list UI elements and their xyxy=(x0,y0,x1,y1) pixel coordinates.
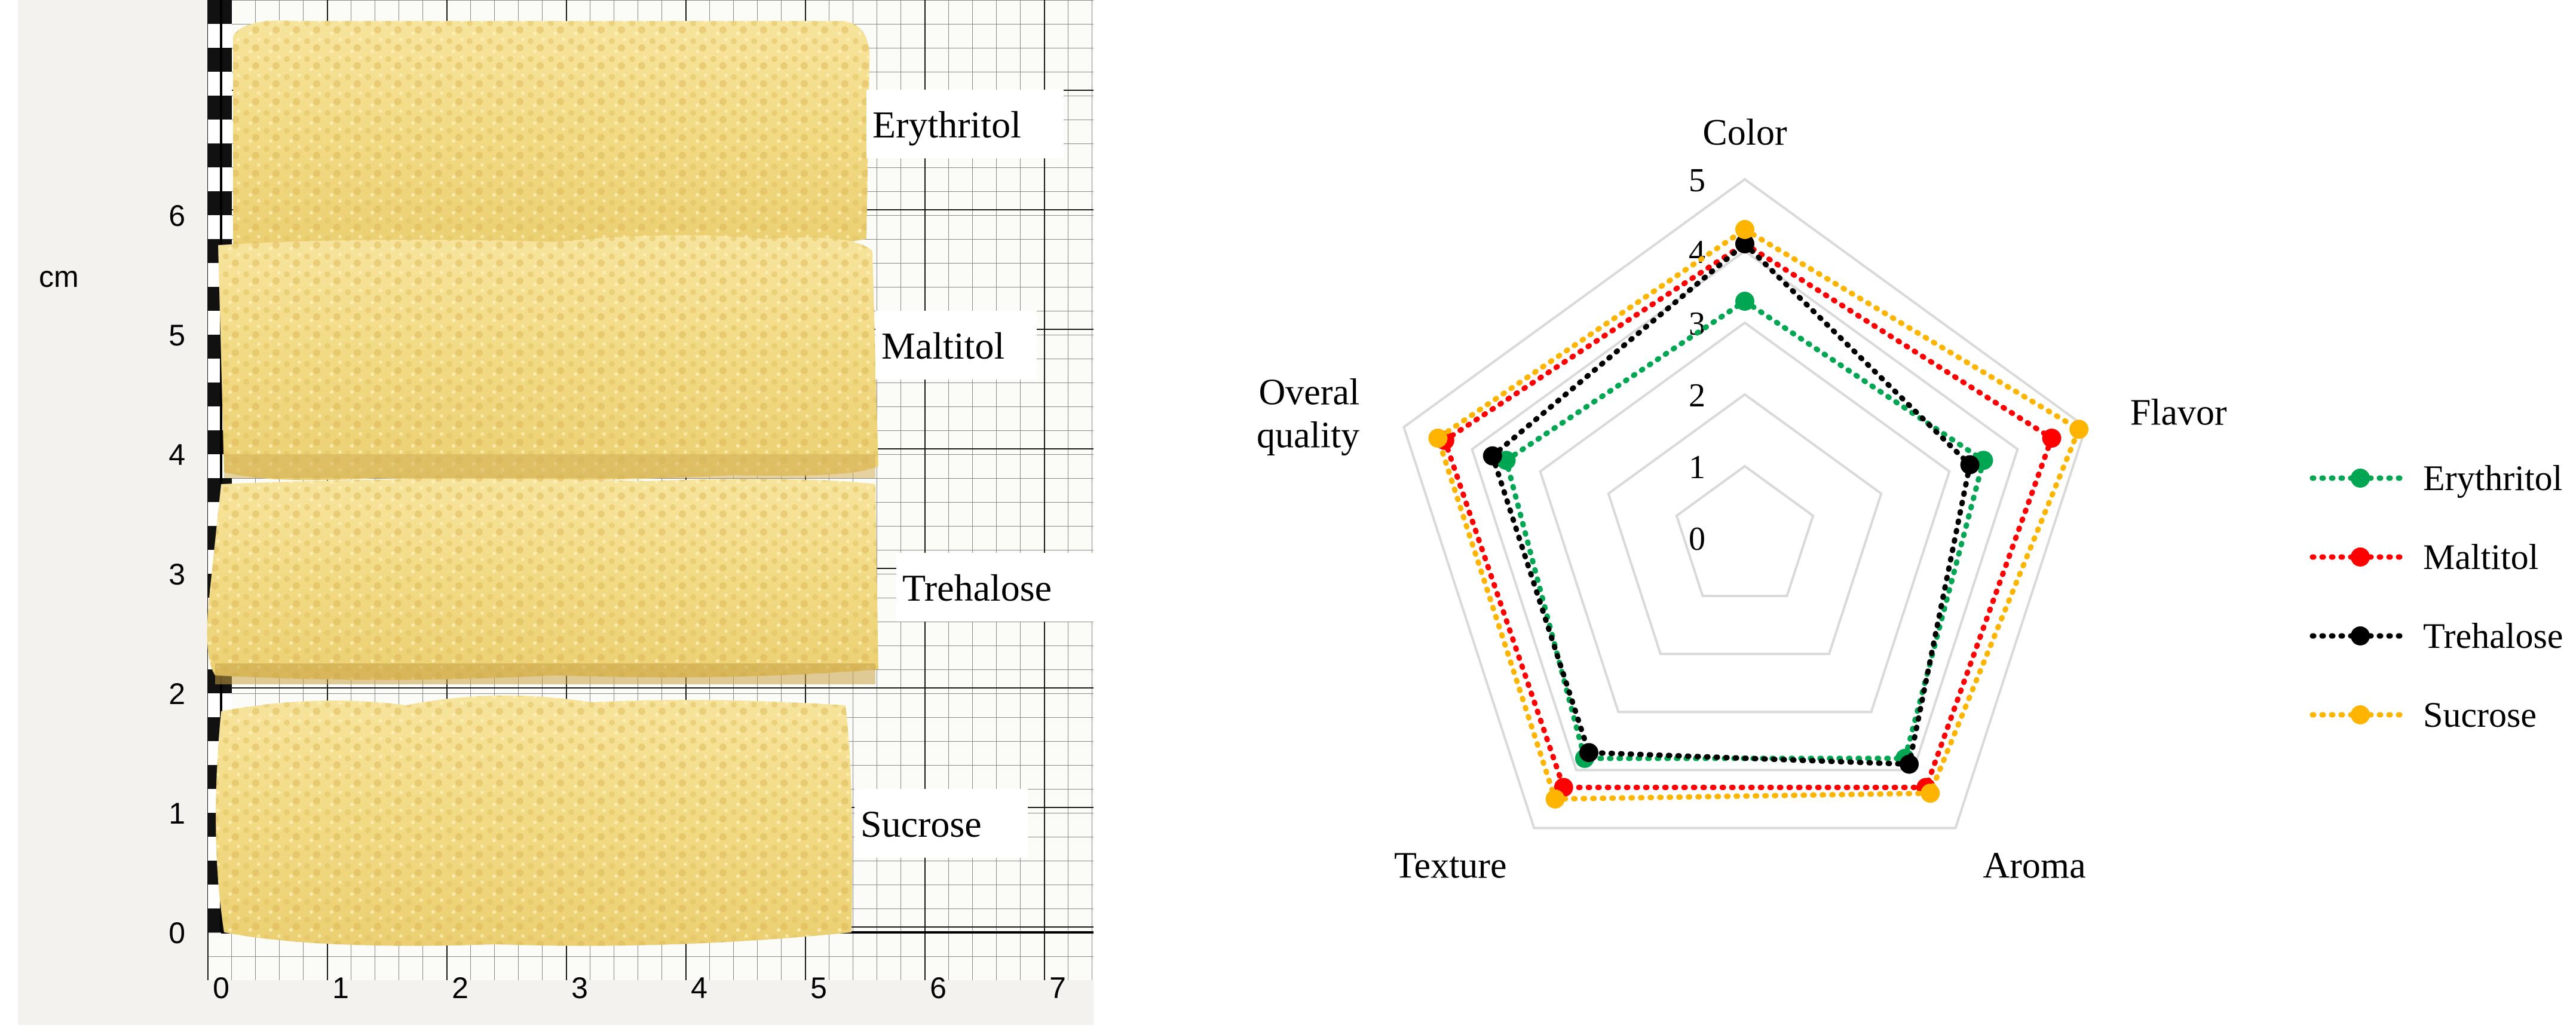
x-ruler-tick-label: 3 xyxy=(571,971,588,1005)
legend-item: Erythritol xyxy=(2309,458,2562,498)
radar-data-point xyxy=(1579,743,1599,763)
cake-label-trehalose: Trehalose xyxy=(902,567,1052,609)
radar-grid xyxy=(1402,178,2087,830)
cake-sucrose xyxy=(216,695,853,946)
cake-photo: Erythritol Maltitol Trehalose Sucrose cm… xyxy=(18,0,1094,1025)
legend-swatch-marker xyxy=(2351,705,2370,724)
radar-tick-label: 5 xyxy=(1689,162,1705,199)
legend-item: Trehalose xyxy=(2309,616,2563,656)
radar-series-line xyxy=(1441,240,2056,790)
y-ruler-tick-label: 2 xyxy=(169,677,185,711)
radar-gridline xyxy=(1402,178,2087,830)
radar-data-point xyxy=(1545,789,1565,809)
y-ruler-tick-label: 5 xyxy=(169,319,185,352)
y-ruler-tick-label: 1 xyxy=(169,797,185,830)
legend-swatch-marker xyxy=(2351,626,2370,645)
cake-photo-panel: Erythritol Maltitol Trehalose Sucrose cm… xyxy=(18,0,1094,1025)
cake-trehalose xyxy=(207,479,879,684)
x-ruler-tick-label: 5 xyxy=(810,971,827,1005)
radar-gridline xyxy=(1675,464,1815,598)
radar-tick-label: 2 xyxy=(1689,377,1705,414)
x-ruler-ticks: 0 1 2 3 4 5 6 7 xyxy=(213,971,1066,1005)
radar-axis-label: Color xyxy=(1702,112,1787,153)
legend-item: Maltitol xyxy=(2309,537,2538,577)
radar-series-line xyxy=(1435,226,2082,802)
radar-data-point xyxy=(1735,220,1754,239)
x-ruler-tick-label: 6 xyxy=(930,971,947,1005)
radar-tick-label: 0 xyxy=(1689,521,1705,558)
radar-series-trehalose xyxy=(1482,234,1980,774)
legend-label: Erythritol xyxy=(2423,458,2562,498)
legend-item: Sucrose xyxy=(2309,695,2537,735)
radar-data-point xyxy=(1428,429,1448,448)
legend-swatch-marker xyxy=(2351,469,2370,488)
ruler-unit-label: cm xyxy=(39,260,79,293)
radar-data-point xyxy=(1482,446,1502,466)
cake-erythritol xyxy=(233,20,870,248)
x-ruler-tick-label: 0 xyxy=(213,971,229,1005)
legend-label: Trehalose xyxy=(2423,616,2563,656)
radar-series-sucrose xyxy=(1428,220,2089,809)
y-ruler-tick-label: 4 xyxy=(169,438,185,472)
radar-series-line xyxy=(1503,298,1987,761)
x-ruler-tick-label: 2 xyxy=(452,971,468,1005)
cake-label-erythritol: Erythritol xyxy=(872,103,1021,146)
radar-gridline xyxy=(1607,393,1883,656)
radar-series xyxy=(1428,220,2089,809)
cake-label-maltitol: Maltitol xyxy=(881,325,1004,367)
radar-data-point xyxy=(1735,292,1754,311)
radar-data-point xyxy=(2042,429,2062,448)
y-ruler-tick-label: 0 xyxy=(169,916,185,950)
x-ruler-tick-label: 1 xyxy=(332,971,349,1005)
radar-data-point xyxy=(1960,455,1980,475)
radar-tick-label: 1 xyxy=(1689,449,1705,486)
legend-swatch-marker xyxy=(2351,547,2370,567)
y-ruler-tick-label: 3 xyxy=(169,558,185,591)
radar-data-point xyxy=(2069,420,2089,439)
radar-data-point xyxy=(1900,754,1919,774)
x-ruler-tick-label: 7 xyxy=(1049,971,1066,1005)
radar-gridline xyxy=(1471,249,2019,772)
cake-label-box-maltitol xyxy=(875,311,1037,380)
cake-label-sucrose: Sucrose xyxy=(860,803,982,845)
legend-label: Sucrose xyxy=(2423,695,2537,735)
cake-label-box-sucrose xyxy=(854,789,1028,858)
radar-axis-label: Aroma xyxy=(1983,846,2086,886)
radar-axis-label: Flavor xyxy=(2130,392,2227,433)
x-ruler-tick-label: 4 xyxy=(691,971,707,1005)
radar-series-line xyxy=(1489,240,1973,767)
cake-label-box-erythritol xyxy=(866,90,1064,158)
radar-data-point xyxy=(1735,234,1754,253)
cake-label-box-trehalose xyxy=(896,553,1094,622)
radar-data-point xyxy=(1920,784,1940,803)
y-ruler-tick-label: 6 xyxy=(169,199,185,232)
radar-axis-label: Texture xyxy=(1394,846,1506,886)
cake-maltitol xyxy=(218,235,878,481)
radar-series-erythritol xyxy=(1496,292,1993,768)
legend-label: Maltitol xyxy=(2423,537,2538,577)
y-ruler-ticks: 0 1 2 3 4 5 6 xyxy=(169,199,185,950)
radar-gridline xyxy=(1539,321,1951,714)
